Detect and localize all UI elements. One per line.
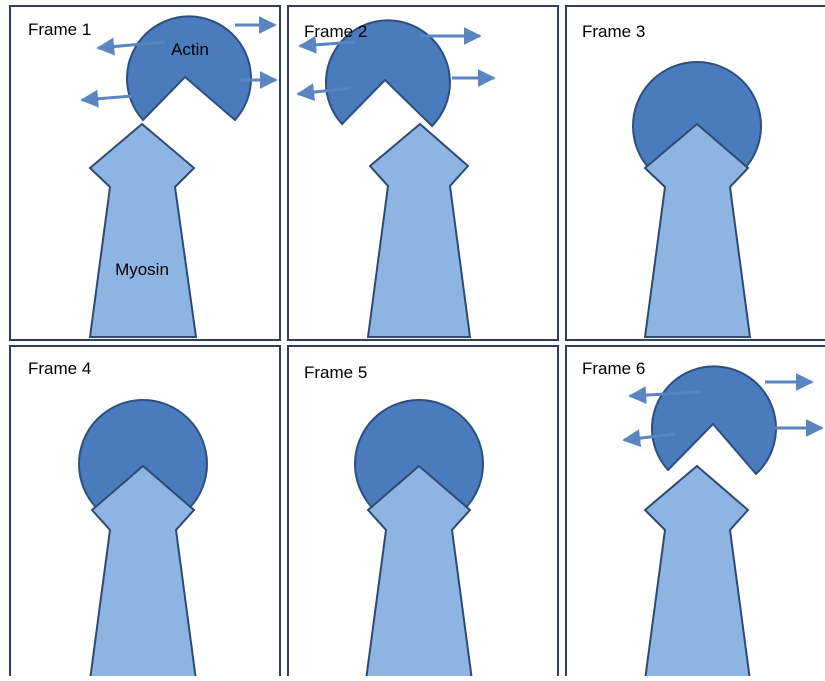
myosin-head	[643, 122, 752, 338]
arrow-left	[80, 89, 133, 108]
frame-title: Frame 6	[582, 359, 645, 378]
frame-title: Frame 4	[28, 359, 91, 378]
myosin-head	[88, 122, 198, 338]
frame-1: Frame 1 Actin Myosin	[9, 5, 281, 341]
myosin-label: Myosin	[115, 260, 169, 279]
arrow-left	[622, 429, 676, 448]
arrow-left	[96, 37, 166, 56]
frame-4: Frame 4	[9, 345, 281, 681]
myosin-head	[643, 464, 752, 681]
motion-arrows	[296, 27, 496, 102]
actin-molecule	[324, 19, 451, 128]
frame-5: Frame 5	[287, 345, 559, 681]
myosin-head	[364, 464, 474, 681]
actin-label: Actin	[171, 40, 209, 59]
motion-arrows	[622, 373, 824, 448]
frame-title: Frame 1	[28, 20, 91, 39]
arrow-left	[296, 83, 351, 102]
frame-6: Frame 6	[565, 345, 825, 681]
frame-3: Frame 3	[565, 5, 825, 341]
arrow-left	[628, 386, 701, 405]
myosin-head	[366, 122, 472, 338]
myosin-head	[88, 464, 198, 681]
frame-title: Frame 3	[582, 22, 645, 41]
arrow-left	[298, 35, 356, 54]
motion-arrows	[80, 16, 278, 108]
frame-2: Frame 2	[287, 5, 559, 341]
frame-title: Frame 5	[304, 363, 367, 382]
frame-title: Frame 2	[304, 22, 367, 41]
